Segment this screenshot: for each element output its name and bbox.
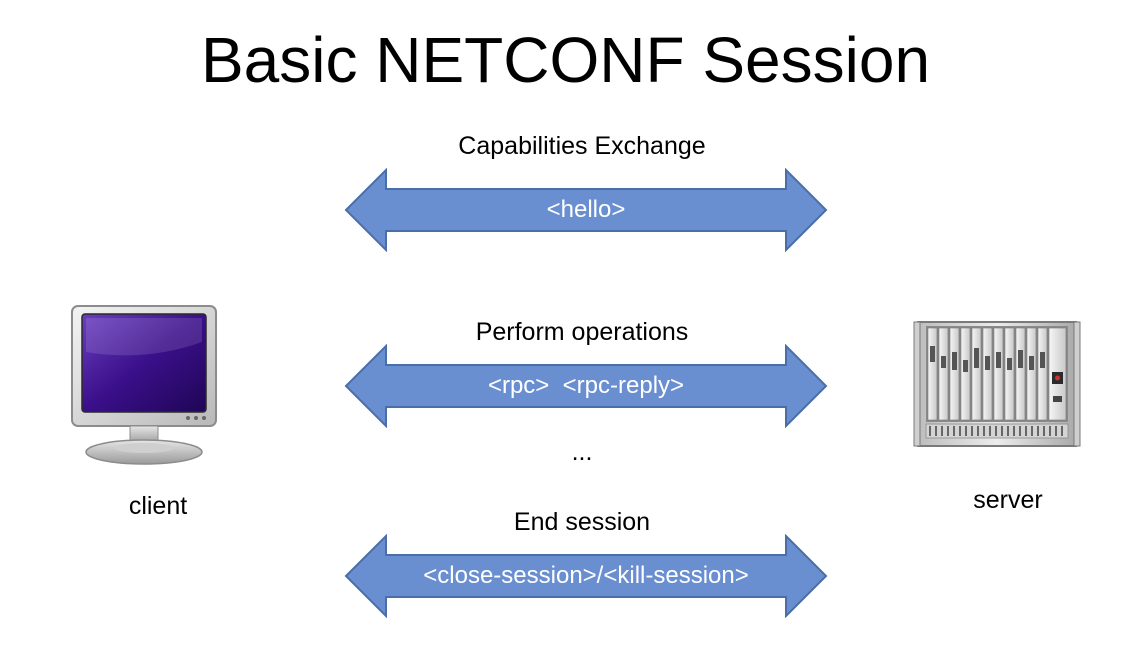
client-device [66,302,222,468]
hello-arrow: <hello> [344,168,828,252]
client-label: client [128,492,188,520]
capabilities-exchange-label: Capabilities Exchange [458,132,706,160]
rpc-arrow: <rpc> <rpc-reply> [344,344,828,428]
close-session-message: <close-session>/<kill-session> [423,562,749,589]
server-device [912,316,1082,452]
double-arrow-icon [344,534,828,618]
double-arrow-icon [344,344,828,428]
hello-message: <hello> [546,196,626,223]
page-title: Basic NETCONF Session [200,24,931,96]
server-label: server [973,486,1043,514]
ellipsis: ... [571,438,593,466]
server-rack-icon [913,321,1081,447]
monitor-icon [71,305,217,465]
perform-operations-label: Perform operations [475,318,689,346]
double-arrow-icon [344,168,828,252]
end-session-label: End session [513,508,651,536]
close-session-arrow: <close-session>/<kill-session> [344,534,828,618]
rpc-message: <rpc> <rpc-reply> [487,372,685,399]
